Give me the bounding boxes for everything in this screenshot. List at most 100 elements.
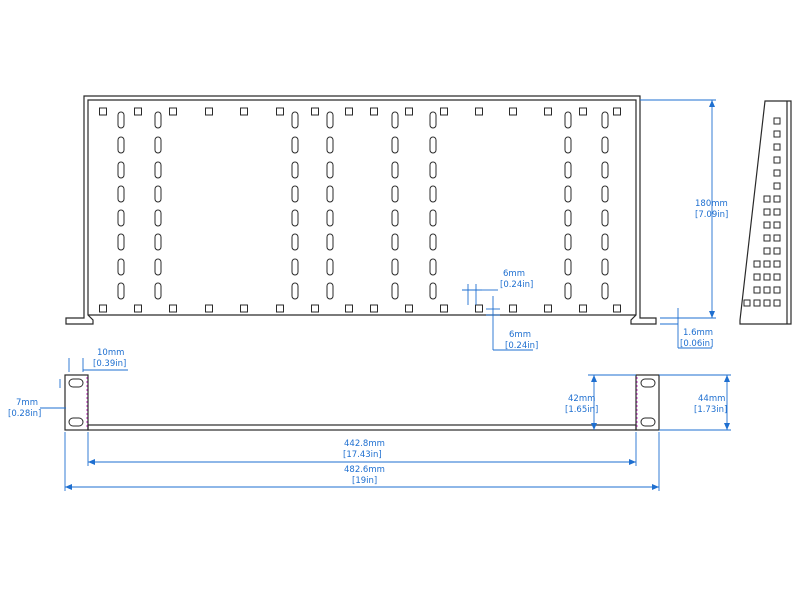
square-hole [544,107,552,116]
side-square-hole [753,299,761,307]
vertical-slot [326,233,334,251]
front-left-ear [64,374,89,431]
vertical-slot [117,282,125,300]
square-hole [613,304,621,313]
dim-10-metric: 10mm [97,348,124,358]
dim-44-metric: 44mm [698,394,725,404]
square-hole [134,107,142,116]
vertical-slot [326,136,334,154]
vertical-slot [154,136,162,154]
vertical-slot [564,185,572,203]
side-square-hole [763,208,771,216]
side-square-hole [773,169,781,177]
front-view [64,374,660,431]
vertical-slot [154,185,162,203]
vertical-slot [117,111,125,129]
square-hole [509,304,517,313]
side-view-holes [743,117,781,307]
square-hole [579,304,587,313]
vertical-slot [391,136,399,154]
dimension-labels: 180mm [7.09in] 6mm [0.24in] 6mm [0.24in]… [8,199,728,486]
side-square-hole [773,273,781,281]
vertical-slot [154,209,162,227]
square-hole [370,304,378,313]
side-square-hole [763,247,771,255]
square-hole [345,107,353,116]
side-square-hole [763,221,771,229]
side-square-hole [773,221,781,229]
side-square-hole [763,234,771,242]
vertical-slot [117,233,125,251]
vertical-slot [601,282,609,300]
vertical-slot [601,185,609,203]
square-hole [311,107,319,116]
dim-6-horizontal-metric: 6mm [509,330,531,340]
vertical-slot [391,161,399,179]
side-square-hole [773,182,781,190]
square-hole [169,304,177,313]
dim-1-6-metric: 1.6mm [683,328,713,338]
square-hole [579,107,587,116]
side-square-hole [773,260,781,268]
dim-180-imperial: [7.09in] [695,210,728,220]
square-hole [134,304,142,313]
dim-44-imperial: [1.73in] [694,405,727,415]
vertical-slot [429,185,437,203]
vertical-slot [564,233,572,251]
vertical-slot [154,233,162,251]
square-hole [509,107,517,116]
top-view [65,95,657,325]
vertical-slot [291,161,299,179]
side-square-hole [743,299,751,307]
side-square-hole [773,208,781,216]
vertical-slot [291,111,299,129]
side-square-hole [773,130,781,138]
front-shelf-base [87,424,637,431]
side-square-hole [763,260,771,268]
vertical-slot [564,161,572,179]
vertical-slot [564,136,572,154]
vertical-slot [291,185,299,203]
vertical-slot [564,111,572,129]
square-hole [544,304,552,313]
front-right-ear [635,374,660,431]
square-hole [99,304,107,313]
square-hole [370,107,378,116]
vertical-slot [154,161,162,179]
square-hole [311,304,319,313]
vertical-slot [291,136,299,154]
dimension-lines [40,99,731,491]
vertical-slot [326,161,334,179]
top-view-slots [117,111,609,300]
dim-10-imperial: [0.39in] [93,359,126,369]
square-hole [345,304,353,313]
square-hole [169,107,177,116]
side-square-hole [753,260,761,268]
vertical-slot [391,111,399,129]
square-hole [405,304,413,313]
side-square-hole [763,286,771,294]
vertical-slot [429,233,437,251]
square-hole [205,107,213,116]
vertical-slot [564,282,572,300]
vertical-slot [326,282,334,300]
front-right-upper-slot [640,378,656,388]
vertical-slot [601,258,609,276]
square-hole [276,107,284,116]
square-hole [475,304,483,313]
square-hole [440,107,448,116]
vertical-slot [291,282,299,300]
dim-6-horizontal-imperial: [0.24in] [505,341,538,351]
vertical-slot [391,233,399,251]
dim-7-imperial: [0.28in] [8,409,41,419]
side-square-hole [773,286,781,294]
vertical-slot [564,209,572,227]
square-hole [240,107,248,116]
dim-442-8-imperial: [17.43in] [343,450,382,460]
vertical-slot [291,209,299,227]
dim-42-imperial: [1.65in] [565,405,598,415]
dim-7-metric: 7mm [16,398,38,408]
square-hole [205,304,213,313]
vertical-slot [391,282,399,300]
side-view-outline [739,100,792,325]
